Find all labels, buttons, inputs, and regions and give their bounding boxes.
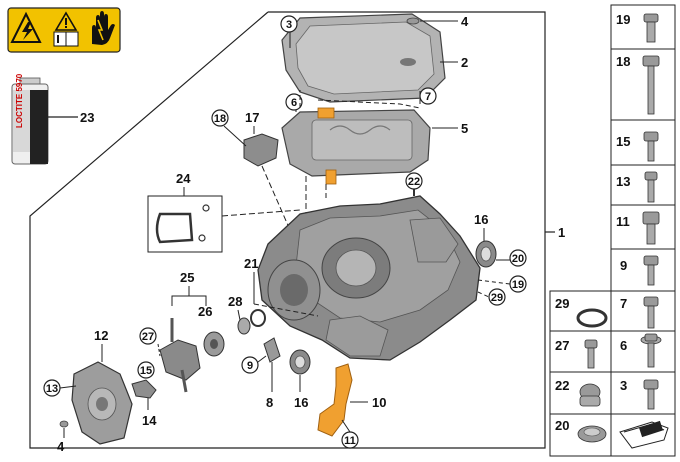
callout-2: 2 bbox=[461, 55, 468, 70]
warning-label bbox=[7, 7, 121, 53]
screw-19 bbox=[643, 13, 659, 43]
callout-1: 1 bbox=[558, 225, 565, 240]
read-manual-warning-icon bbox=[53, 11, 79, 47]
callout-24: 24 bbox=[176, 171, 191, 186]
plug-22 bbox=[579, 383, 601, 407]
legend-label-9: 9 bbox=[620, 258, 627, 273]
callout-10: 10 bbox=[372, 395, 386, 410]
legend-label-7: 7 bbox=[620, 296, 627, 311]
callout-28: 28 bbox=[228, 294, 242, 309]
legend-label-11: 11 bbox=[616, 214, 630, 229]
callout-13: 13 bbox=[46, 383, 58, 395]
bolt-18 bbox=[642, 55, 660, 115]
callout-16-bottom: 16 bbox=[294, 395, 308, 410]
callout-circle-20 bbox=[509, 249, 527, 267]
callout-4: 4 bbox=[461, 14, 469, 29]
callout-circle-9 bbox=[241, 356, 259, 374]
seal-ring-16-right bbox=[475, 240, 497, 268]
oil-pickup-10 bbox=[317, 363, 353, 437]
oil-pump-25 bbox=[157, 318, 225, 393]
callout-23: 23 bbox=[80, 110, 94, 125]
bolt-15 bbox=[643, 131, 659, 162]
callout-20: 20 bbox=[512, 253, 524, 265]
do-not-touch-hand-icon bbox=[92, 11, 115, 45]
seal-ring-16-bottom bbox=[289, 349, 311, 375]
callout-22: 22 bbox=[408, 176, 420, 188]
callout-circle-27 bbox=[139, 327, 157, 345]
callout-circle-15 bbox=[137, 361, 155, 379]
bolt-7 bbox=[643, 296, 659, 329]
legend-label-27: 27 bbox=[555, 338, 569, 353]
callout-25: 25 bbox=[180, 270, 194, 285]
callout-14: 14 bbox=[142, 413, 157, 428]
bolt-9 bbox=[643, 255, 659, 286]
callout-19: 19 bbox=[512, 279, 524, 291]
legend-label-22: 22 bbox=[555, 378, 569, 393]
plug-4 bbox=[406, 17, 420, 25]
tube-brand-text: LOCTITE 5970 bbox=[15, 73, 24, 128]
callout-5: 5 bbox=[461, 121, 468, 136]
callout-circle-3 bbox=[280, 15, 298, 33]
top-cover-2 bbox=[281, 13, 446, 103]
plug-20 bbox=[577, 425, 607, 443]
power-electronics-5 bbox=[281, 107, 431, 185]
callout-circle-22 bbox=[405, 172, 423, 190]
bolt-13 bbox=[644, 171, 658, 203]
side-cover-12 bbox=[71, 361, 133, 445]
part-17 bbox=[243, 133, 279, 167]
navigation-arrow-icon[interactable] bbox=[619, 420, 669, 449]
legend-label-20: 20 bbox=[555, 418, 569, 433]
sealant-tube-23: LOCTITE 5970 23 bbox=[11, 73, 94, 165]
callout-circle-6 bbox=[285, 93, 303, 111]
callout-11: 11 bbox=[344, 435, 356, 447]
legend-right-column bbox=[610, 4, 676, 292]
bolt-6 bbox=[640, 333, 662, 368]
callout-3: 3 bbox=[286, 19, 292, 31]
callout-12: 12 bbox=[94, 328, 108, 343]
callout-circle-11 bbox=[341, 431, 359, 449]
callout-7: 7 bbox=[425, 91, 431, 103]
callout-circle-29 bbox=[488, 288, 506, 306]
bolt-11 bbox=[642, 211, 660, 245]
callout-15: 15 bbox=[140, 365, 152, 377]
callout-circle-18 bbox=[211, 109, 229, 127]
legend-label-29: 29 bbox=[555, 296, 569, 311]
callout-18: 18 bbox=[214, 113, 226, 125]
bracket-8 bbox=[263, 337, 281, 363]
o-ring-29 bbox=[576, 308, 608, 328]
legend-label-3: 3 bbox=[620, 378, 627, 393]
legend-label-15: 15 bbox=[616, 134, 630, 149]
assembly-frame bbox=[29, 11, 555, 449]
drive-unit-housing bbox=[257, 186, 481, 361]
sensor-14 bbox=[131, 379, 157, 399]
callout-6: 6 bbox=[291, 97, 297, 109]
high-voltage-warning-icon bbox=[10, 11, 42, 43]
callout-21: 21 bbox=[244, 256, 258, 271]
washer-28 bbox=[237, 309, 266, 335]
legend-label-6: 6 bbox=[620, 338, 627, 353]
legend-label-19: 19 bbox=[616, 12, 630, 27]
callout-4-bottom: 4 bbox=[57, 439, 65, 454]
callout-17: 17 bbox=[245, 110, 259, 125]
legend-label-13: 13 bbox=[616, 174, 630, 189]
seal-kit-24 bbox=[147, 195, 223, 253]
bolt-27 bbox=[584, 339, 598, 369]
bolt-3 bbox=[643, 379, 659, 410]
callout-circle-19 bbox=[509, 275, 527, 293]
callout-9: 9 bbox=[247, 360, 253, 372]
callout-16-right: 16 bbox=[474, 212, 488, 227]
legend-label-18: 18 bbox=[616, 54, 630, 69]
callout-8: 8 bbox=[266, 395, 273, 410]
callout-26: 26 bbox=[198, 304, 212, 319]
callout-29: 29 bbox=[491, 292, 503, 304]
callout-27: 27 bbox=[142, 331, 154, 343]
